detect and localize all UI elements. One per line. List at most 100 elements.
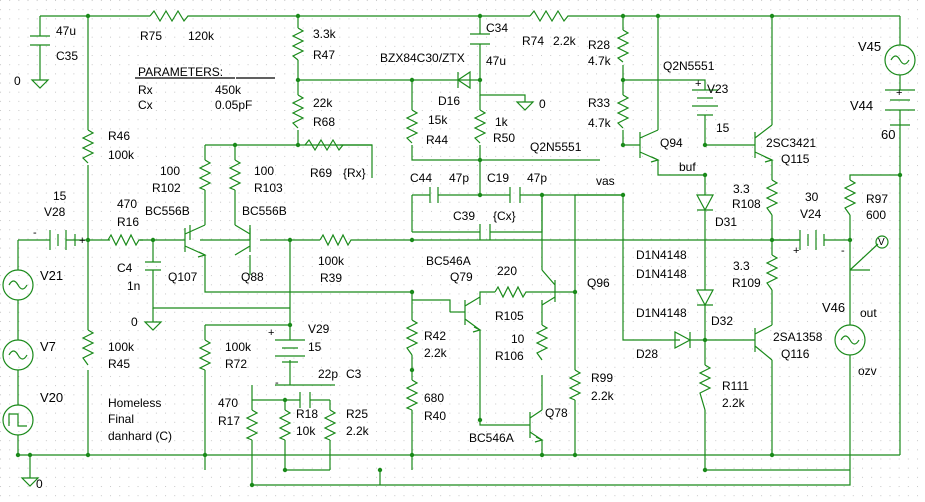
r68-name: R68	[313, 115, 336, 129]
source-v7	[2, 339, 34, 371]
resistor-r68	[291, 94, 305, 129]
d16-part: BZX84C30/ZTX	[380, 51, 465, 65]
ground-symbol	[515, 101, 535, 111]
resistor-r18	[278, 409, 292, 441]
q94-name: Q94	[660, 136, 683, 150]
resistor-r39	[319, 233, 355, 247]
resistor-r102	[198, 159, 212, 191]
c35-name: C35	[56, 49, 79, 63]
capacitor-c44	[429, 187, 439, 203]
q78-name: Q78	[545, 406, 568, 420]
ground-label: 0	[14, 74, 21, 88]
svg-text:-: -	[33, 227, 37, 239]
resistor-r44	[405, 109, 419, 144]
d1n4148-label: D1N4148	[636, 306, 687, 320]
r17-value: 470	[218, 396, 239, 410]
resistor-r46	[81, 129, 95, 164]
d1n4148-label: D1N4148	[636, 248, 687, 262]
transistor-q116	[740, 324, 773, 361]
r109-value: 3.3	[733, 259, 750, 273]
c3-value: 22p	[318, 367, 339, 381]
r111-value: 2.2k	[722, 396, 745, 410]
q115-name: Q115	[781, 152, 810, 166]
c39-value: {Cx}	[493, 209, 516, 223]
r25-name: R25	[346, 407, 369, 421]
v45-name: V45	[858, 39, 882, 54]
transistors	[170, 124, 774, 443]
net-ozv: ozv	[858, 364, 877, 378]
svg-text:+: +	[79, 235, 85, 247]
svg-text:+: +	[896, 87, 902, 99]
transistor-q96	[541, 269, 575, 306]
batteries	[49, 89, 915, 363]
r97-name: R97	[866, 192, 889, 206]
probe-v-label: V	[878, 237, 885, 248]
d32-name: D32	[711, 314, 734, 328]
r109-name: R109	[732, 276, 761, 290]
r17-name: R17	[218, 414, 241, 428]
c19-value: 47p	[527, 171, 548, 185]
v29-name: V29	[308, 322, 330, 336]
r33-value: 4.7k	[588, 116, 611, 130]
net-vas: vas	[596, 174, 615, 188]
r46-value: 100k	[108, 148, 135, 162]
r106-value: 10	[511, 332, 525, 346]
r75-value: 120k	[188, 29, 215, 43]
r74-name: R74	[522, 34, 545, 48]
c35-value: 47u	[56, 24, 77, 38]
r74-value: 2.2k	[553, 34, 576, 48]
resistor-r25	[323, 409, 337, 441]
r99-value: 2.2k	[591, 389, 614, 403]
ground-symbol	[20, 477, 40, 487]
r103-name: R103	[254, 181, 283, 195]
q78-part: BC546A	[469, 431, 514, 445]
resistor-r45	[81, 329, 95, 366]
c3-name: C3	[346, 367, 362, 381]
ground-symbol	[143, 308, 163, 331]
battery-v24	[799, 230, 830, 250]
battery-v28	[49, 230, 76, 250]
c19-name: C19	[487, 171, 510, 185]
battery-v44	[885, 89, 915, 126]
r105-name: R105	[495, 309, 524, 323]
v20-name: V20	[40, 390, 64, 405]
ground-symbol	[30, 79, 50, 89]
v46-name: V46	[822, 300, 846, 315]
d28-name: D28	[636, 347, 659, 361]
v44-name: V44	[850, 98, 874, 113]
ground-label: 0	[539, 97, 546, 111]
r108-name: R108	[732, 197, 761, 211]
svg-text:-: -	[275, 377, 279, 389]
transistor-q107	[170, 224, 207, 258]
svg-text:+: +	[695, 78, 701, 90]
v24-value: 30	[805, 190, 819, 204]
transistor-q94	[639, 129, 660, 163]
r72-name: R72	[225, 357, 248, 371]
param-cx-value: 0.05pF	[215, 98, 253, 112]
r42-name: R42	[424, 329, 447, 343]
param-rx-value: 450k	[215, 83, 242, 97]
r99-name: R99	[591, 371, 614, 385]
d16-name: D16	[438, 94, 461, 108]
r108-value: 3.3	[733, 182, 750, 196]
r69-value: {Rx}	[343, 166, 366, 180]
resistor-r42	[405, 319, 419, 356]
r102-value: 100	[160, 164, 181, 178]
resistor-r74	[529, 9, 575, 23]
q116-name: Q116	[781, 347, 810, 361]
capacitors	[30, 33, 521, 408]
q107-part: BC556B	[145, 204, 190, 218]
r97-value: 600	[866, 208, 887, 222]
resistor-r69	[304, 138, 344, 152]
r16-name: R16	[117, 215, 140, 229]
resistor-r99	[568, 369, 582, 401]
diode-d16	[440, 70, 471, 90]
svg-text:+: +	[268, 327, 274, 339]
r45-name: R45	[108, 357, 131, 371]
d31-name: D31	[715, 215, 738, 229]
resistor-r72	[198, 339, 212, 371]
source-v20	[2, 404, 34, 436]
v23-value: 15	[716, 121, 730, 135]
voltage-probe	[849, 235, 889, 271]
